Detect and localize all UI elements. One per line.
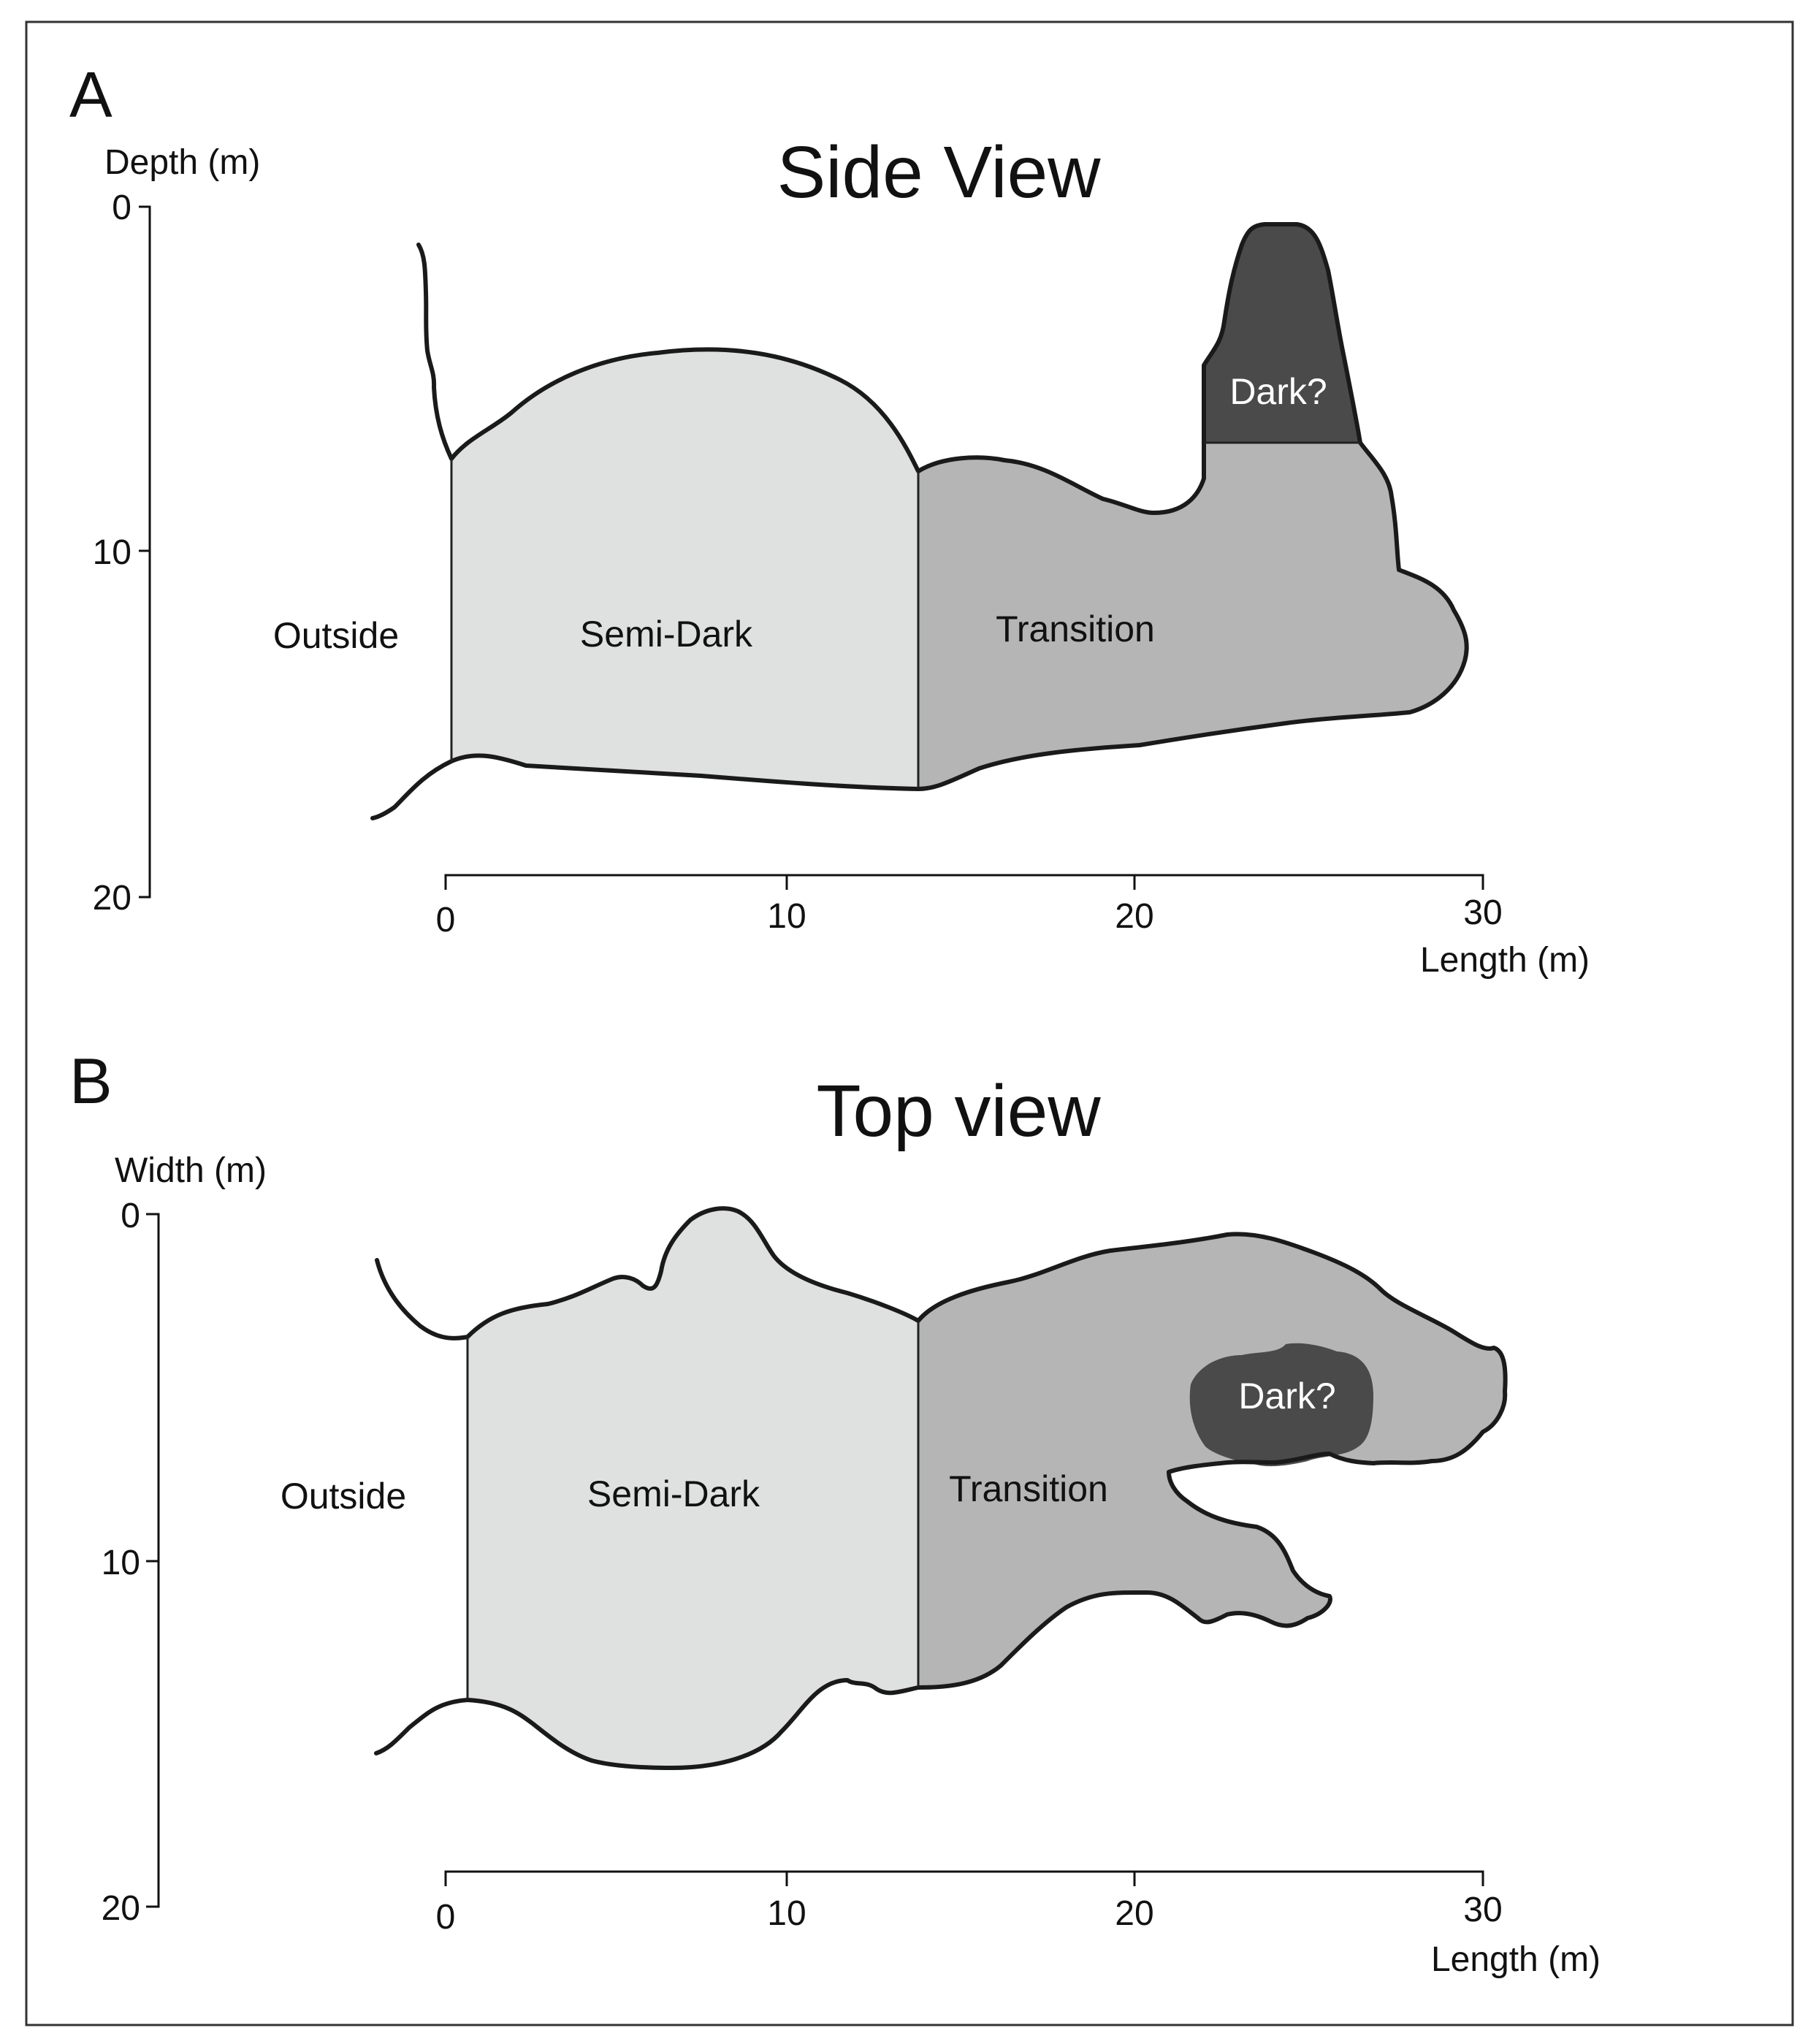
panel-a: A Side View Depth (m) 0 10 20 0 10 20 30…: [69, 58, 1590, 980]
panel-b-label-dark: Dark?: [1238, 1376, 1335, 1416]
panel-a-label-semi-dark: Semi-Dark: [580, 614, 753, 655]
panel-b-y-tick-label: 20: [102, 1889, 140, 1928]
panel-a-label-dark: Dark?: [1229, 371, 1327, 412]
panel-a-dark-zone: [1204, 224, 1360, 443]
panel-a-x-axis: [444, 874, 1484, 890]
panel-b-x-axis: [444, 1870, 1484, 1886]
panel-a-cave-outline: [370, 222, 1469, 820]
panel-a-y-tick-label: 20: [93, 879, 131, 918]
panel-a-semi-dark-zone: [451, 349, 918, 789]
panel-b-label-transition: Transition: [949, 1468, 1108, 1509]
panel-b: B Top view Width (m) 0 10 20 0 10 20 30 …: [69, 1045, 1601, 1979]
panel-b-x-axis-title: Length (m): [1431, 1940, 1601, 1979]
panel-b-x-tick-label: 30: [1463, 1891, 1502, 1929]
panel-b-cave-outline: [374, 1206, 1508, 1770]
panel-b-title: Top view: [816, 1070, 1101, 1152]
panel-a-x-tick-label: 20: [1115, 897, 1153, 936]
panel-a-x-tick-label: 10: [767, 897, 806, 936]
panel-a-label-outside: Outside: [273, 615, 399, 656]
panel-a-x-axis-title: Length (m): [1420, 941, 1590, 980]
panel-b-transition-zone: [918, 1234, 1506, 1688]
panel-a-title: Side View: [777, 131, 1102, 213]
panel-a-y-tick-label: 0: [112, 188, 131, 227]
panel-b-y-tick-label: 10: [102, 1544, 140, 1582]
panel-b-letter: B: [69, 1045, 112, 1117]
panel-b-x-tick-label: 10: [767, 1894, 806, 1933]
figure-border: [25, 20, 1794, 2026]
panel-b-y-axis-title: Width (m): [115, 1151, 267, 1190]
panel-a-x-tick-label: 30: [1463, 893, 1502, 932]
panel-b-y-tick-label: 0: [121, 1197, 140, 1235]
panel-b-x-tick-label: 20: [1115, 1894, 1153, 1933]
panel-b-semi-dark-zone: [468, 1208, 918, 1768]
panel-b-x-tick-label: 0: [436, 1898, 456, 1937]
panel-a-letter: A: [69, 58, 112, 131]
panel-b-dark-zone: [1189, 1343, 1373, 1467]
panel-a-y-tick-label: 10: [93, 533, 131, 572]
panel-a-x-tick-label: 0: [436, 901, 456, 939]
panel-a-y-axis-title: Depth (m): [104, 143, 260, 182]
panel-b-label-outside: Outside: [281, 1476, 406, 1517]
panel-b-label-semi-dark: Semi-Dark: [587, 1473, 760, 1514]
panel-a-transition-zone: [918, 443, 1467, 789]
panel-a-label-transition: Transition: [996, 609, 1155, 649]
